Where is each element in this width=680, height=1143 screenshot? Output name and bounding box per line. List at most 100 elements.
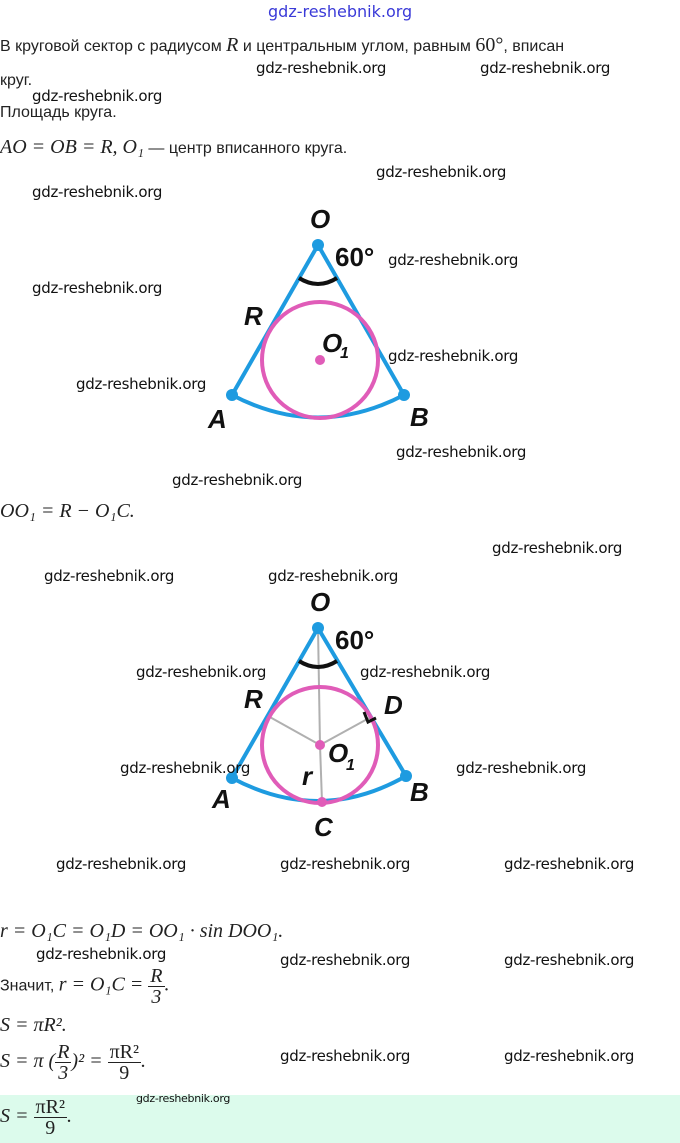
eq1-text: — центр вписанного круга. (143, 140, 348, 157)
segment-o1c (319, 744, 323, 803)
watermark: gdz-reshebnik.org (456, 759, 587, 777)
eq6-num2: πR² (107, 1041, 141, 1063)
eq4-den: 3 (151, 986, 162, 1008)
intro-text-3: , вписан (503, 38, 565, 55)
answer-num: πR² (33, 1096, 67, 1118)
label-angle: 60° (335, 625, 374, 655)
header-watermark[interactable]: gdz-reshebnik.org (268, 2, 413, 21)
label-o: O (310, 204, 330, 234)
watermark: gdz-reshebnik.org (32, 183, 163, 201)
point-o1 (315, 355, 325, 365)
intro-angle: 60° (475, 34, 504, 56)
watermark: gdz-reshebnik.org (504, 855, 635, 873)
point-o (312, 239, 324, 251)
label-o1-sub: 1 (346, 757, 355, 774)
label-r-small: r (302, 761, 314, 791)
label-o1: O (322, 328, 342, 358)
label-b: B (410, 402, 429, 432)
point-b (400, 770, 412, 782)
eq4-math: r = O₁C = (58, 973, 149, 996)
eq4-num: R (148, 965, 165, 987)
equation-2: OO₁ = R − O₁C. (0, 500, 135, 522)
watermark: gdz-reshebnik.org (388, 347, 519, 365)
watermark: gdz-reshebnik.org (268, 567, 399, 585)
watermark: gdz-reshebnik.org (492, 539, 623, 557)
eq6-num: R (55, 1041, 72, 1063)
answer-box (0, 1095, 680, 1143)
point-o1 (315, 740, 325, 750)
eq4-text: Значит, (0, 977, 59, 995)
label-d: D (384, 690, 403, 720)
arc-ab (231, 393, 405, 420)
label-o: O (310, 587, 330, 617)
equation-5: S = πR². (0, 1014, 67, 1036)
watermark: gdz-reshebnik.org (256, 59, 387, 77)
eq6-b: )² = (71, 1050, 108, 1073)
watermark: gdz-reshebnik.org (44, 567, 175, 585)
watermark: gdz-reshebnik.org (76, 375, 207, 393)
eq6-den: 3 (58, 1062, 69, 1084)
label-angle: 60° (335, 242, 374, 272)
side-oa (230, 627, 320, 779)
segment-o1d (319, 716, 372, 746)
label-o1-sub: 1 (340, 345, 349, 362)
watermark: gdz-reshebnik.org (360, 663, 491, 681)
watermark: gdz-reshebnik.org (280, 951, 411, 969)
watermark: gdz-reshebnik.org (136, 663, 267, 681)
watermark: gdz-reshebnik.org (280, 1047, 411, 1065)
watermark: gdz-reshebnik.org (32, 87, 163, 105)
label-r: R (244, 684, 263, 714)
arc-ab (231, 774, 407, 803)
watermark: gdz-reshebnik.org (396, 443, 527, 461)
point-a (226, 772, 238, 784)
angle-arc (297, 276, 339, 286)
eq1-math: AO = OB = R, O₁ (0, 136, 144, 158)
equation-3: r = O₁C = O₁D = OO₁ · sin DOO₁. (0, 920, 284, 942)
point-a (226, 389, 238, 401)
intro-r: R (226, 34, 239, 56)
angle-arc (297, 659, 339, 669)
label-c: C (314, 812, 334, 842)
watermark: gdz-reshebnik.org (172, 471, 303, 489)
watermark: gdz-reshebnik.org (36, 945, 167, 963)
label-b: B (410, 777, 429, 807)
intro-line-2: круг. (0, 72, 33, 89)
equation-1: AO = OB = R, O₁ — центр вписанного круга… (0, 136, 347, 159)
point-c (317, 797, 327, 807)
eq6-a: S = π ( (0, 1050, 56, 1073)
point-b (398, 389, 410, 401)
inscribed-circle (260, 300, 380, 420)
watermark: gdz-reshebnik.org (376, 163, 507, 181)
diagram-1: O 60° R O 1 A B (207, 204, 429, 434)
label-r: R (244, 301, 263, 331)
watermark: gdz-reshebnik.org (504, 1047, 635, 1065)
right-angle-mark (362, 711, 377, 725)
task-text: Площадь круга. (0, 104, 117, 121)
side-oa (230, 244, 320, 396)
segment-o1-left (267, 715, 321, 746)
label-o1: O (328, 738, 348, 768)
answer-den: 9 (45, 1117, 56, 1139)
answer-a: S = (0, 1105, 34, 1128)
label-a: A (207, 404, 227, 434)
watermark: gdz-reshebnik.org (32, 279, 163, 297)
intro-text-2: и центральным углом, равным (238, 38, 476, 55)
watermark: gdz-reshebnik.org (56, 855, 187, 873)
watermark: gdz-reshebnik.org (388, 251, 519, 269)
point-o (312, 622, 324, 634)
diagram-2: O 60° R D O 1 r A B C (211, 587, 429, 842)
label-a: A (211, 784, 231, 814)
side-ob (316, 626, 408, 778)
intro-text: В круговой сектор с радиусом (0, 38, 227, 55)
eq6-den2: 9 (119, 1062, 130, 1084)
watermark: gdz-reshebnik.org (504, 951, 635, 969)
intro-line: В круговой сектор с радиусом R и централ… (0, 34, 564, 57)
watermark: gdz-reshebnik.org (120, 759, 251, 777)
watermark: gdz-reshebnik.org (280, 855, 411, 873)
